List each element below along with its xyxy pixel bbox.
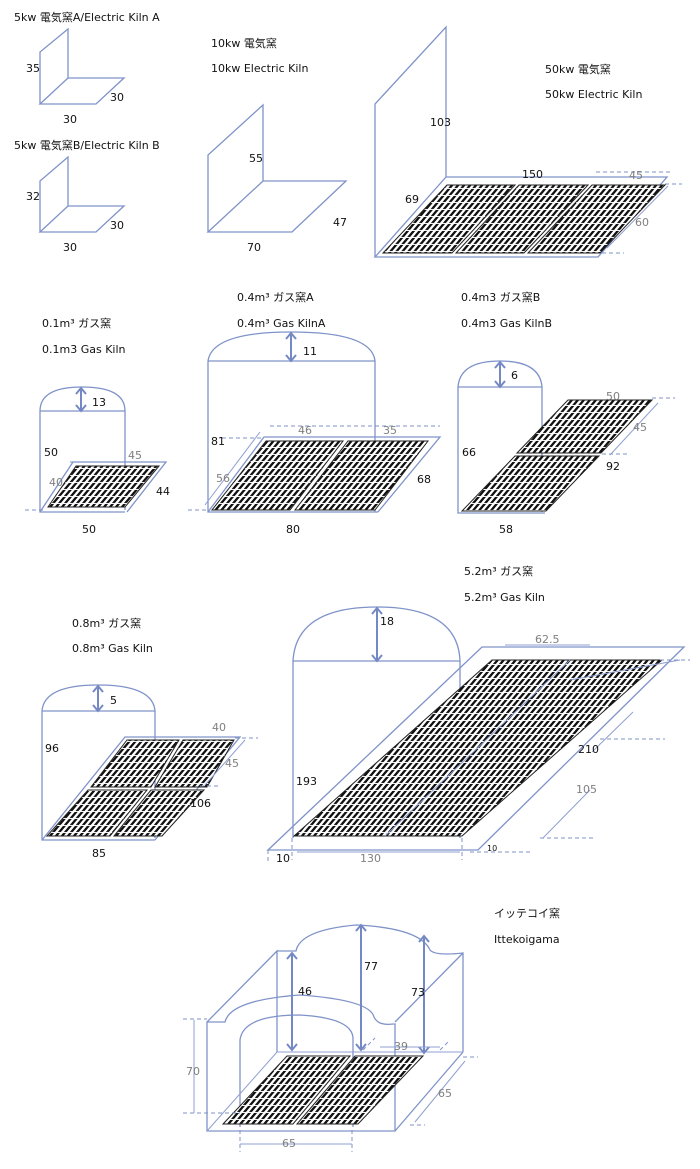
margin-small-label: 10 xyxy=(487,844,497,853)
title-en: Ittekoigama xyxy=(494,933,560,946)
title-en: 0.4m³ Gas KilnA xyxy=(237,317,326,330)
kiln-50kw: 50kw 電気窯 50kw Electric Kiln 103 150 69 4… xyxy=(373,25,682,258)
ittekoigama: イッテコイ窯 Ittekoigama 77 46 73 39 70 65 65 xyxy=(183,906,560,1152)
shelf-depth-label: 105 xyxy=(576,783,597,796)
width-label: 85 xyxy=(92,847,106,860)
height-label: 66 xyxy=(462,446,476,459)
gas-kiln-0-8: 0.8m³ ガス窯 0.8m³ Gas Kiln 5 96 40 45 106 … xyxy=(41,616,258,860)
shelf-width-1-label: 46 xyxy=(298,424,312,437)
dome-label: 13 xyxy=(92,396,106,409)
depth-label: 65 xyxy=(438,1087,452,1100)
depth-label: 30 xyxy=(110,219,124,232)
kiln-5kw-b: 5kw 電気窯B/Electric Kiln B 32 30 30 xyxy=(14,138,160,254)
height-label: 103 xyxy=(430,116,451,129)
depth-label: 44 xyxy=(156,485,170,498)
depth-label: 68 xyxy=(417,473,431,486)
depth-label: 69 xyxy=(405,193,419,206)
gas-kiln-0-1: 0.1m³ ガス窯 0.1m3 Gas Kiln 13 50 45 40 44 … xyxy=(25,316,170,536)
shelf-width-label: 50 xyxy=(606,390,620,403)
dome-label: 18 xyxy=(380,615,394,628)
width-label: 50 xyxy=(82,523,96,536)
height-label: 50 xyxy=(44,446,58,459)
height-label: 55 xyxy=(249,152,263,165)
shelf-width-label: 45 xyxy=(128,449,142,462)
back-height-label: 73 xyxy=(411,986,425,999)
shelf-depth-label: 45 xyxy=(633,421,647,434)
depth-label: 92 xyxy=(606,460,620,473)
depth-label: 210 xyxy=(578,743,599,756)
shelf-width-label: 40 xyxy=(212,721,226,734)
width-label: 65 xyxy=(282,1137,296,1150)
width-label: 30 xyxy=(63,241,77,254)
width-label: 58 xyxy=(499,523,513,536)
height-label: 81 xyxy=(211,435,225,448)
shelf-depth-label: 60 xyxy=(635,216,649,229)
shelf-width-label: 39 xyxy=(394,1040,408,1053)
shelf-width-label: 62.5 xyxy=(535,633,560,646)
kiln-5kw-a: 5kw 電気窯A/Electric Kiln A 35 30 30 xyxy=(14,10,160,126)
title-jp: 5.2m³ ガス窯 xyxy=(464,564,533,578)
dome-label: 5 xyxy=(110,694,117,707)
height-label: 193 xyxy=(296,775,317,788)
depth-label: 106 xyxy=(190,797,211,810)
shelf-depth-label: 45 xyxy=(225,757,239,770)
width-label: 150 xyxy=(522,168,543,181)
title-en: 0.4m3 Gas KilnB xyxy=(461,317,552,330)
margin-left-label: 10 xyxy=(276,852,290,865)
height-label: 32 xyxy=(26,190,40,203)
title-en: 0.1m3 Gas Kiln xyxy=(42,343,126,356)
shelf-width-2-label: 35 xyxy=(383,424,397,437)
width-label: 80 xyxy=(286,523,300,536)
title-en: 0.8m³ Gas Kiln xyxy=(72,642,153,655)
kiln-10kw: 10kw 電気窯 10kw Electric Kiln 55 47 70 xyxy=(206,36,348,254)
shelf-depth-label: 40 xyxy=(49,476,63,489)
gas-kiln-0-4-b: 0.4m3 ガス窯B 0.4m3 Gas KilnB 6 66 50 45 92… xyxy=(457,290,675,536)
title: 5kw 電気窯A/Electric Kiln A xyxy=(14,10,160,24)
width-label: 30 xyxy=(63,113,77,126)
title-jp: 0.4m3 ガス窯B xyxy=(461,290,540,304)
height-label: 96 xyxy=(45,742,59,755)
title-jp: 50kw 電気窯 xyxy=(545,62,611,76)
title-en: 5.2m³ Gas Kiln xyxy=(464,591,545,604)
title: 5kw 電気窯B/Electric Kiln B xyxy=(14,138,160,152)
title-en: 50kw Electric Kiln xyxy=(545,88,642,101)
gas-kiln-0-4-a: 0.4m³ ガス窯A 0.4m³ Gas KilnA 11 81 46 35 5… xyxy=(188,290,442,536)
depth-label: 30 xyxy=(110,91,124,104)
shelf-width-label: 45 xyxy=(629,169,643,182)
height-label: 70 xyxy=(186,1065,200,1078)
height-label: 35 xyxy=(26,62,40,75)
shelf-depth-label: 56 xyxy=(216,472,230,485)
title-jp: 10kw 電気窯 xyxy=(211,36,277,50)
depth-label: 47 xyxy=(333,216,347,229)
center-height-label: 77 xyxy=(364,960,378,973)
dome-label: 11 xyxy=(303,345,317,358)
title-jp: イッテコイ窯 xyxy=(494,906,560,920)
width-label: 70 xyxy=(247,241,261,254)
title-jp: 0.8m³ ガス窯 xyxy=(72,616,141,630)
width-label: 130 xyxy=(360,852,381,865)
dome-label: 6 xyxy=(511,369,518,382)
title-jp: 0.1m³ ガス窯 xyxy=(42,316,111,330)
title-en: 10kw Electric Kiln xyxy=(211,62,308,75)
gas-kiln-5-2: 5.2m³ ガス窯 5.2m³ Gas Kiln 18 193 62.5 210… xyxy=(266,564,690,865)
title-jp: 0.4m³ ガス窯A xyxy=(237,290,314,304)
front-height-label: 46 xyxy=(298,985,312,998)
